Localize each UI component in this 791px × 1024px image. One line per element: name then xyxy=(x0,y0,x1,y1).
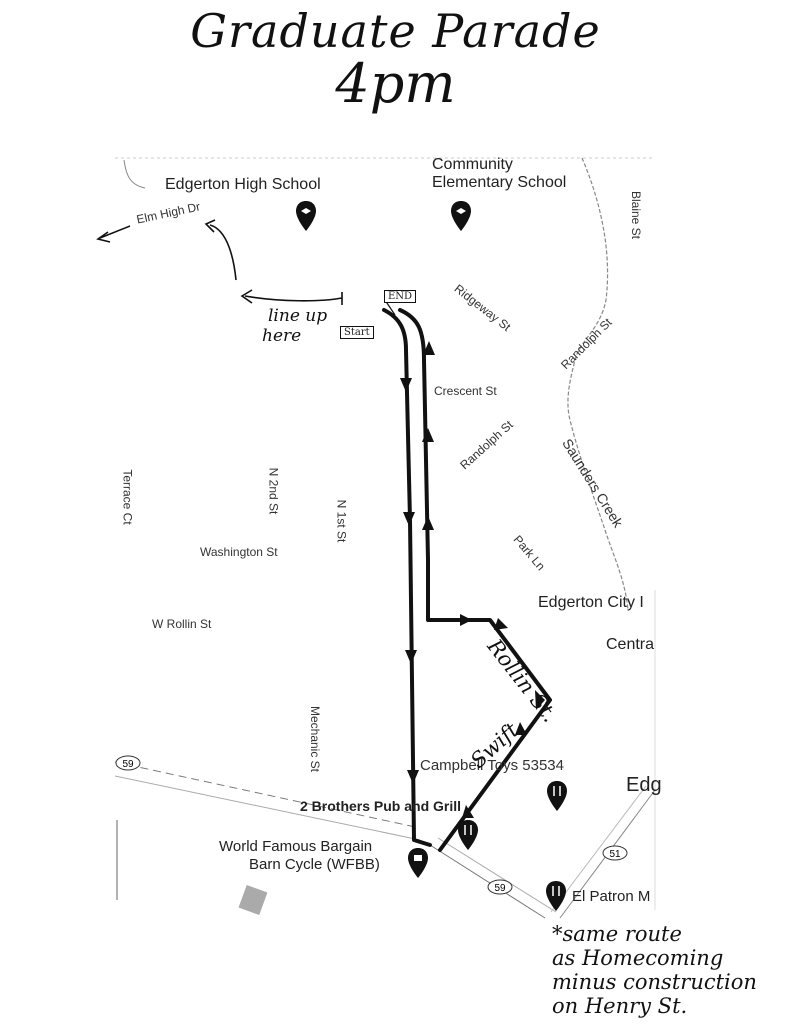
route-note-line3: minus construction xyxy=(552,970,757,994)
school-pin-icon-elementary xyxy=(451,201,471,231)
map-artifact xyxy=(238,884,268,916)
hwy-51-label: 51 xyxy=(609,849,621,860)
street-w-rollin-st: W Rollin St xyxy=(152,617,212,631)
street-n-2nd-st: N 2nd St xyxy=(266,467,281,515)
route-note: *same route as Homecoming minus construc… xyxy=(552,922,757,1018)
poi-el-patron: El Patron M xyxy=(572,888,651,905)
shop-pin-icon-wfbb xyxy=(408,848,428,878)
hwy-51-shield xyxy=(602,845,628,861)
route-note-line4: on Henry St. xyxy=(552,994,688,1018)
hwy-59-east-edge xyxy=(437,837,557,913)
restaurant-pin-icon-campbell xyxy=(547,781,567,811)
hwy-51-edge xyxy=(550,785,647,913)
route-note-line1: *same route xyxy=(552,922,682,946)
street-terrace-ct: Terrace Ct xyxy=(120,469,135,525)
route-note-line2: as Homecoming xyxy=(552,946,724,970)
page-title: Graduate Parade xyxy=(190,4,601,58)
route-arrows xyxy=(400,341,545,818)
hwy-59-label-a: 59 xyxy=(122,759,134,770)
restaurant-pin-icon-2brothers xyxy=(458,820,478,850)
poi-edg: Edg xyxy=(626,774,662,796)
route-south-leg xyxy=(382,308,432,847)
hwy-59-shield-a xyxy=(115,755,141,771)
poi-world-famous-2: Barn Cycle (WFBB) xyxy=(249,856,380,873)
hwy-59-label-b: 59 xyxy=(494,883,506,894)
school-pin-icon-high xyxy=(296,201,316,231)
poi-edgerton-city: Edgerton City I xyxy=(538,594,644,611)
start-box: Start xyxy=(340,326,374,339)
parade-route xyxy=(382,308,552,852)
parade-time: 4pm xyxy=(335,52,456,115)
poi-community-elementary-2: Elementary School xyxy=(432,174,567,191)
hwy-59-east xyxy=(429,844,546,919)
street-mechanic-st: Mechanic St xyxy=(308,705,323,773)
hwy-59-west xyxy=(114,761,421,829)
hwy-59-shield-b xyxy=(487,879,513,895)
street-n-1st-st: N 1st St xyxy=(334,499,349,543)
poi-community-elementary: Community xyxy=(432,156,513,173)
poi-world-famous: World Famous Bargain xyxy=(219,838,373,855)
street-blaine-st: Blaine St xyxy=(629,190,644,240)
annotation-line-up: line up xyxy=(268,306,328,326)
poi-2-brothers: 2 Brothers Pub and Grill xyxy=(300,798,462,814)
annotation-here: here xyxy=(262,326,302,346)
poi-edgerton-high-school: Edgerton High School xyxy=(165,176,321,193)
restaurant-pin-icon-elpatron xyxy=(546,881,566,911)
poi-centra: Centra xyxy=(606,636,655,653)
saunders-creek-line xyxy=(567,157,629,611)
end-box: END xyxy=(384,290,417,303)
road-curve-nw xyxy=(123,159,146,189)
street-crescent-st: Crescent St xyxy=(434,384,497,398)
poi-campbell-toys: Campbell Toys 53534 xyxy=(420,757,564,774)
street-washington-st: Washington St xyxy=(200,545,278,559)
hwy-59-west-edge xyxy=(114,775,421,841)
route-north-leg xyxy=(398,308,552,852)
lineup-arrow xyxy=(96,219,343,305)
